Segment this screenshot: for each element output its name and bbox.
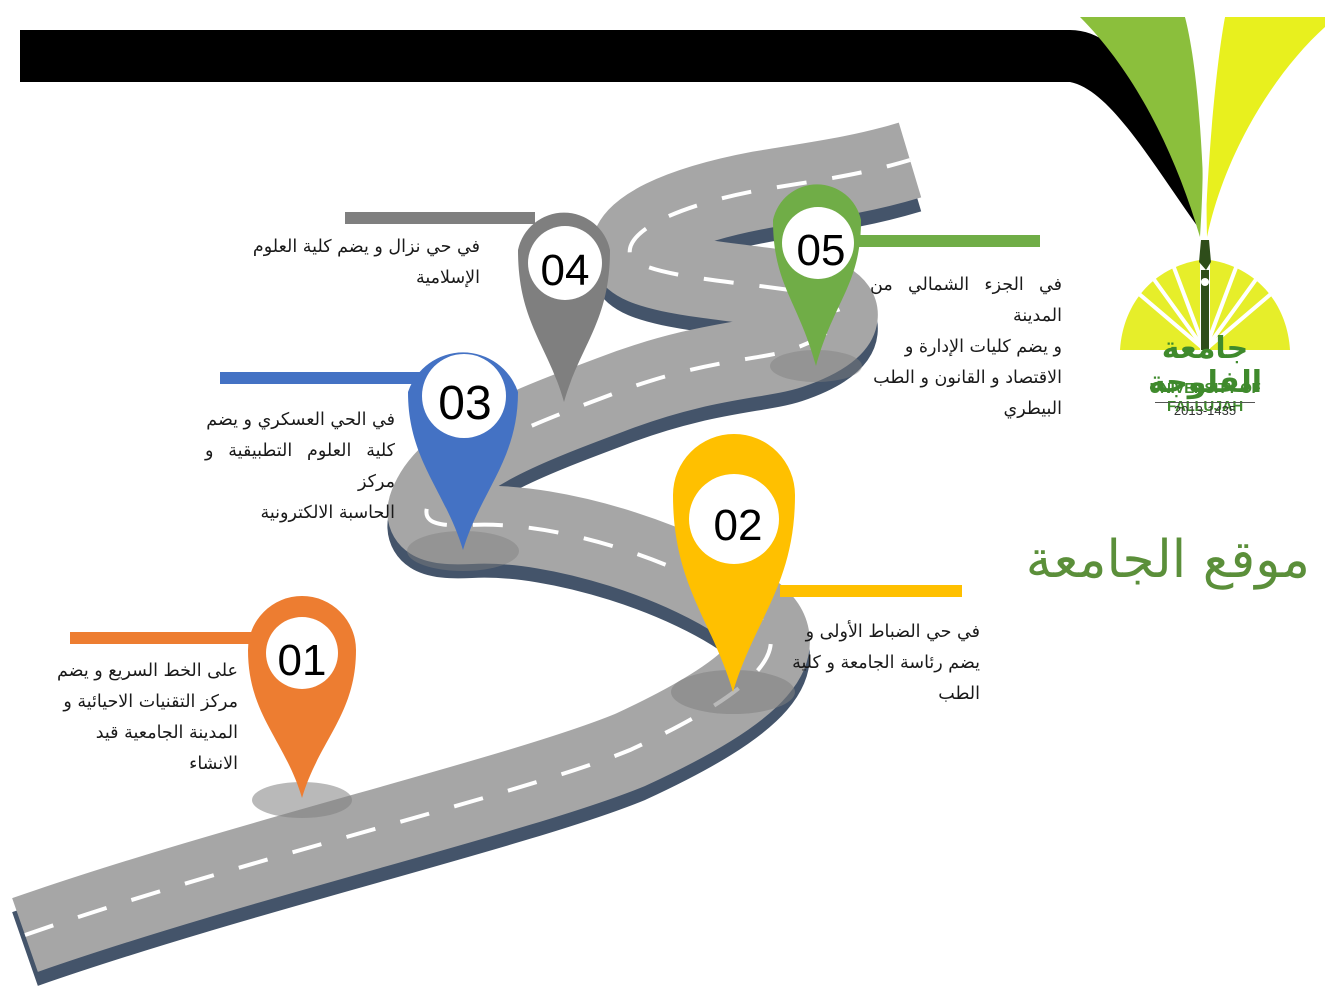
university-logo: جامعة الفلوجة UNIVERSITY OF FALLUJAH 201… — [1075, 12, 1330, 432]
pin-05-label: 05 — [797, 226, 846, 275]
location-02-text: في حي الضباط الأولى و يضم رئاسة الجامعة … — [792, 622, 980, 704]
location-05-text: في الجزء الشمالي من المدينة و يضم كليات … — [870, 275, 1062, 419]
leader-line-05 — [855, 235, 1040, 247]
page-title: موقع الجامعة — [1025, 530, 1310, 590]
pin-04-label: 04 — [541, 246, 590, 295]
leader-line-02 — [780, 585, 962, 597]
pin-05: 05 — [773, 184, 861, 366]
logo-arabic-name: جامعة الفلوجة — [1147, 331, 1262, 400]
leader-line-04 — [345, 212, 535, 224]
leader-line-01 — [70, 632, 270, 644]
logo-emblem — [1080, 17, 1325, 352]
location-01-text: على الخط السريع و يضم مركز التقنيات الاح… — [57, 661, 238, 774]
pin-03: 03 — [408, 352, 518, 550]
location-03-text: في الحي العسكري و يضم كلية العلوم التطبي… — [205, 410, 395, 523]
location-04-text: في حي نزال و يضم كلية العلوم الإسلامية — [252, 237, 480, 288]
pin-04: 04 — [518, 212, 610, 402]
pin-02-label: 02 — [714, 501, 763, 550]
logo-years: 2013-1435 — [1155, 402, 1255, 419]
pin-03-label: 03 — [438, 377, 491, 430]
pin-02: 02 — [673, 434, 795, 692]
leader-line-03 — [220, 372, 420, 384]
pin-01: 01 — [248, 596, 356, 798]
pin-01-label: 01 — [278, 636, 327, 685]
